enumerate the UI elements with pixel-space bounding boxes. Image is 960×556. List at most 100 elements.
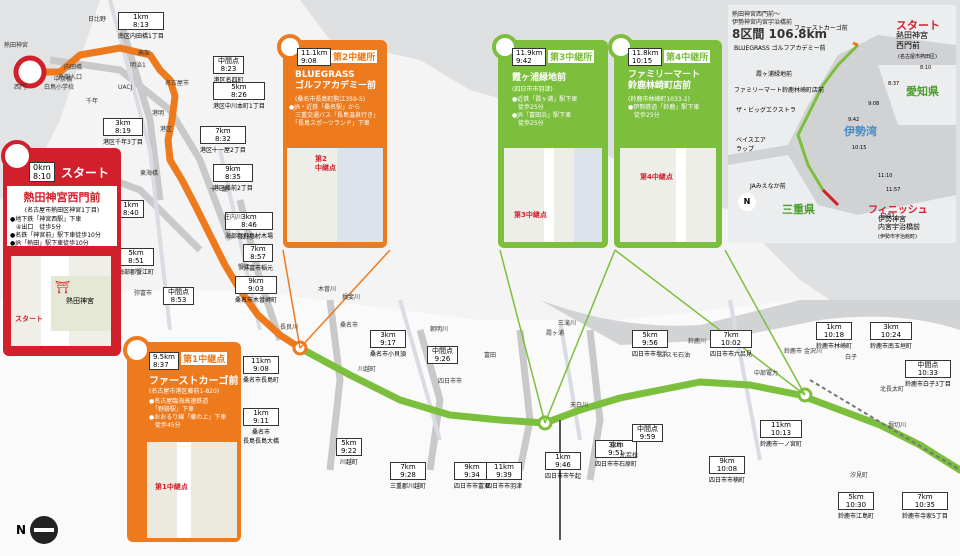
ov-compass-icon: N	[738, 193, 756, 211]
cp3-name: 霞ヶ浦緑地前	[512, 73, 567, 83]
km-marker-distance: 中間点	[637, 425, 658, 433]
cp4-access-line: 徒歩25分	[628, 112, 660, 119]
km-marker-time: 9:51	[608, 449, 624, 457]
map-label: 名古屋市	[165, 80, 190, 87]
km-marker-place: 弥富市稲元	[243, 265, 274, 272]
km-marker-distance: 9km	[719, 457, 735, 465]
km-marker-place: 桑名市長島町	[243, 377, 280, 384]
cp3-access-line: 徒歩25分	[512, 120, 544, 127]
km-marker-place: 鈴鹿市南玉垣町	[870, 343, 913, 350]
map-label: 三滝川	[558, 320, 577, 327]
km-marker-distance: 3km	[883, 323, 899, 331]
map-label: 富島	[610, 442, 623, 449]
km-marker-distance: 7km	[723, 331, 739, 339]
km-marker-distance: 1km	[826, 323, 842, 331]
km-marker-place: 港区千年3丁目	[103, 139, 143, 146]
km-marker-distance: 5km	[642, 331, 658, 339]
cp1-access: ●名古屋臨海高速鉄道 「野跡駅」下車●おおるり線「藤の上」下車 徒歩45分	[149, 398, 226, 430]
map-label: 高架	[138, 50, 151, 57]
cp3-time: 9:42	[516, 57, 532, 65]
cp4-access-line: ●伊勢鉄道「鈴鹿」駅下車	[628, 104, 700, 111]
cp4-inset-label: 第4中継点	[640, 173, 673, 181]
km-marker-place: 鈴鹿市林崎町	[816, 343, 853, 350]
km-marker-time: 8:57	[250, 253, 266, 261]
cp2-inset-label-2: 中継点	[315, 164, 336, 172]
map-label: 高架入口	[58, 74, 83, 81]
ov-finish-name: 伊勢神宮 内宮宇治橋前	[878, 215, 920, 231]
km-marker-time: 8:13	[133, 21, 149, 29]
map-label: 熱田神宮	[4, 42, 29, 49]
km-marker-distance: 3km	[241, 213, 257, 221]
km-marker-place: 鈴鹿市白子3丁目	[905, 381, 951, 388]
km-marker-distance: 中間点	[917, 361, 939, 369]
ov-place-6: ベイスエア ラップ	[736, 137, 766, 153]
map-label: 白鳥小学校	[44, 84, 75, 91]
start-inset-start: スタート	[15, 315, 43, 323]
km-marker-distance: 11km	[251, 357, 271, 365]
km-marker-time: 10:35	[914, 501, 935, 509]
km-marker-time: 8:26	[231, 91, 247, 99]
cp2-num: 第2中継所	[331, 50, 378, 63]
cp3-box: 11.9km 9:42 第3中継所 霞ヶ浦緑地前 (四日市市羽津) ●近鉄「霞ヶ…	[492, 34, 608, 248]
ov-place-2: BLUEGRASS ゴルフアカデミー前	[734, 45, 826, 52]
ov-time: 9:08	[868, 101, 880, 107]
km-marker-place: 港区藤前2丁目	[213, 185, 253, 192]
start-access-line: ④出口 徒歩5分	[10, 224, 62, 231]
cp1-access-line: ●名古屋臨海高速鉄道	[149, 398, 209, 405]
start-sub: (名古屋市熱田区神宮1丁目)	[24, 207, 100, 214]
map-label: 鈴鹿市	[784, 348, 803, 355]
km-marker-distance: 1km	[555, 453, 571, 461]
km-marker-time: 8:35	[225, 173, 241, 181]
ov-aichi: 愛知県	[906, 85, 939, 98]
map-label: 中京橋	[54, 76, 73, 83]
ov-time: 11:57	[886, 187, 901, 193]
km-marker-place: 鈴鹿市江島町	[838, 513, 875, 520]
km-marker-place: 四日市市六呂見	[710, 351, 753, 358]
km-marker-place: 鈴鹿市一ノ宮町	[760, 441, 803, 448]
km-marker-distance: 3km	[115, 119, 131, 127]
cp3-access-line: ●近鉄「霞ヶ浦」駅下車	[512, 96, 578, 103]
ov-place-5: ザ・ビッグエクストラ	[736, 107, 796, 114]
km-marker-place: 鈴鹿市寺家5丁目	[902, 513, 948, 520]
km-marker-place: 海部郡飛島村木場	[225, 233, 274, 240]
km-marker-distance: 中間点	[218, 57, 239, 65]
start-access: ●地下鉄「神宮西駅」下車 ④出口 徒歩5分●名鉄「神宮前」駅下車徒歩10分●JR…	[10, 216, 114, 248]
ov-time: 10:15	[852, 145, 867, 151]
km-marker-place: 四日市市石原町	[595, 461, 638, 468]
km-marker-distance: 1km	[133, 13, 149, 21]
km-marker-time: 8:53	[170, 296, 187, 304]
km-marker-distance: 9km	[225, 165, 241, 173]
km-marker-place: 港区中川本町1丁目	[213, 103, 265, 110]
ov-distance: 8区間 106.8km	[732, 27, 827, 41]
km-marker-distance: 11km	[494, 463, 514, 471]
km-marker-distance: 9km	[464, 463, 480, 471]
km-marker-time: 9:39	[496, 471, 512, 479]
map-label: コスモ石油	[660, 352, 691, 359]
km-marker-distance: 7km	[250, 245, 266, 253]
cp1-access-line: ●おおるり線「藤の上」下車	[149, 414, 227, 421]
km-marker-distance: 1km	[123, 201, 139, 209]
km-marker-time: 9:26	[434, 355, 451, 363]
km-marker-place: 桑名市木曽岬町	[235, 297, 278, 304]
ov-place-1: ファーストカーゴ前	[794, 25, 848, 32]
cp4-access: ●伊勢鉄道「鈴鹿」駅下車 徒歩25分	[628, 104, 699, 120]
km-marker-place: 四日市市塩浜	[632, 351, 669, 358]
km-marker-time: 8:46	[241, 221, 257, 229]
km-marker-time: 10:18	[823, 331, 845, 339]
map-label: 内田橋	[64, 64, 83, 71]
km-marker-place: 桑名市小貝須	[370, 351, 407, 358]
start-dist: 0km	[33, 163, 51, 172]
km-marker-place: 四日市市富双	[454, 483, 491, 490]
km-marker-time: 8:19	[115, 127, 131, 135]
cp1-time: 8:37	[153, 361, 169, 369]
ov-mie: 三重県	[782, 203, 815, 216]
map-label: 霞ヶ浦	[546, 330, 565, 337]
